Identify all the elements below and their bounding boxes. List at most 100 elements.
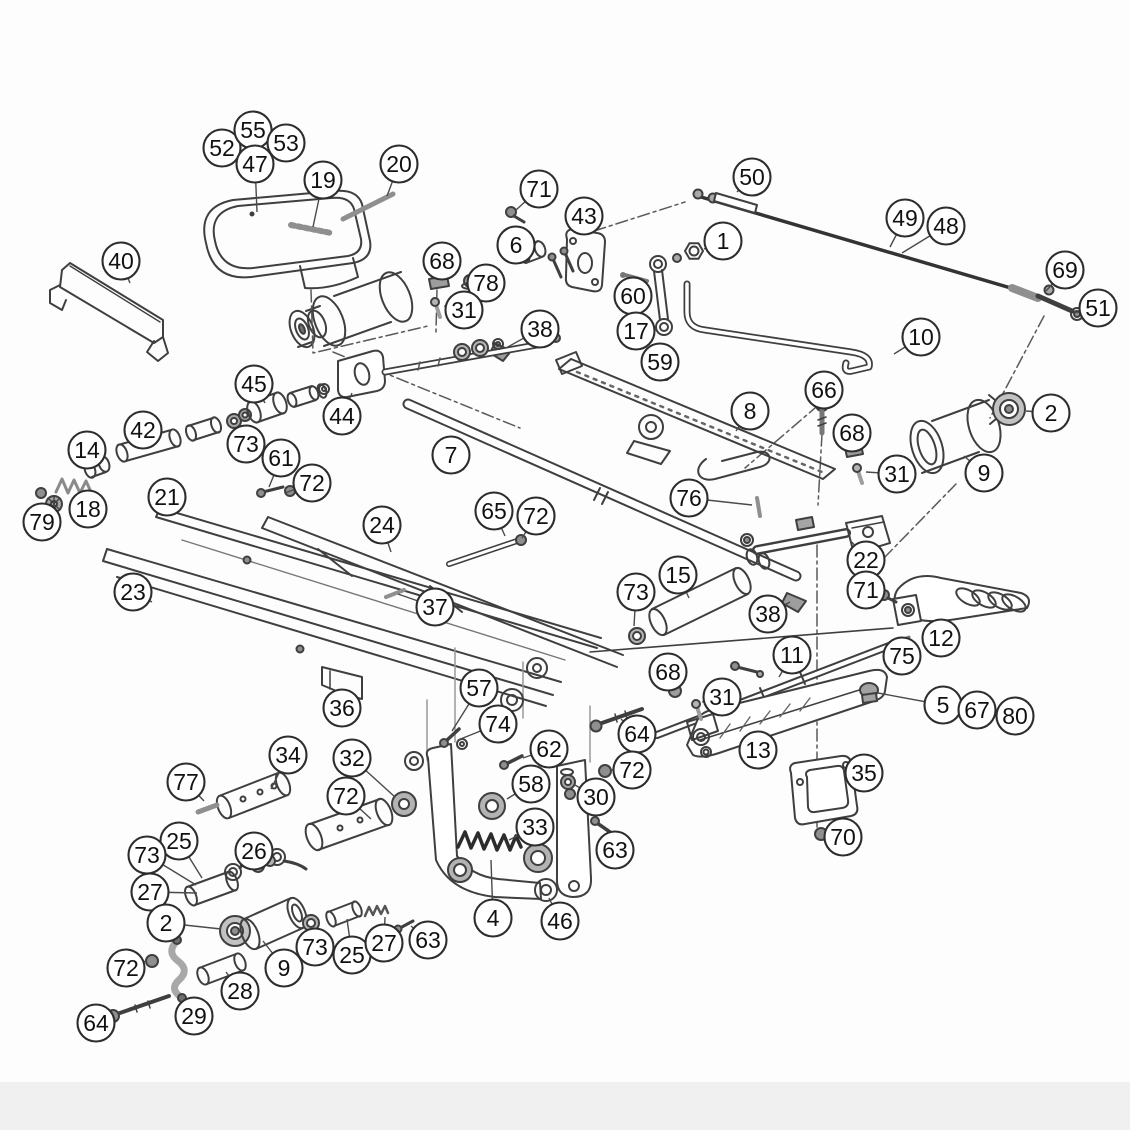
svg-text:25: 25: [166, 828, 192, 854]
callout-8: 8: [730, 391, 770, 431]
svg-text:24: 24: [369, 512, 395, 538]
svg-text:6: 6: [510, 232, 523, 258]
callout-45: 45: [234, 364, 274, 404]
callout-53: 53: [266, 123, 306, 163]
svg-text:21: 21: [154, 484, 180, 510]
callout-31: 31: [877, 454, 917, 494]
svg-text:35: 35: [851, 760, 877, 786]
svg-text:15: 15: [665, 562, 691, 588]
callout-71: 71: [846, 570, 886, 610]
svg-text:57: 57: [466, 675, 492, 701]
pivot-assembly-art: [740, 515, 891, 570]
callout-60: 60: [613, 276, 653, 316]
callout-19: 19: [303, 160, 343, 200]
svg-text:71: 71: [853, 577, 879, 603]
svg-text:51: 51: [1085, 295, 1111, 321]
svg-text:78: 78: [473, 270, 499, 296]
callout-73: 73: [226, 424, 266, 464]
upper-rail-art: [555, 351, 836, 481]
callout-76: 76: [669, 478, 709, 518]
callout-37: 37: [415, 587, 455, 627]
svg-text:63: 63: [415, 927, 441, 953]
callout-29: 29: [174, 996, 214, 1036]
svg-text:27: 27: [137, 879, 163, 905]
callout-13: 13: [738, 730, 778, 770]
svg-text:73: 73: [302, 934, 328, 960]
channel-arm-art: [668, 661, 888, 758]
callout-75: 75: [882, 636, 922, 676]
callout-30: 30: [576, 777, 616, 817]
svg-text:27: 27: [371, 930, 397, 956]
callout-22: 22: [846, 540, 886, 580]
callout-34: 34: [268, 735, 308, 775]
callout-17: 17: [616, 311, 656, 351]
svg-text:67: 67: [964, 697, 990, 723]
callout-64: 64: [76, 1003, 116, 1043]
svg-text:60: 60: [620, 283, 646, 309]
svg-text:50: 50: [739, 164, 765, 190]
svg-text:8: 8: [744, 398, 757, 424]
tie-rod-art: [692, 188, 1084, 321]
svg-text:12: 12: [928, 625, 954, 651]
svg-text:2: 2: [160, 910, 173, 936]
svg-text:23: 23: [120, 579, 146, 605]
callout-72: 72: [516, 496, 556, 536]
callout-68: 68: [648, 652, 688, 692]
svg-text:66: 66: [811, 377, 837, 403]
callout-1: 1: [703, 221, 743, 261]
callout-27: 27: [130, 872, 170, 912]
callout-43: 43: [564, 196, 604, 236]
svg-text:36: 36: [329, 695, 355, 721]
svg-text:38: 38: [755, 601, 781, 627]
callout-66: 66: [804, 370, 844, 410]
callout-72: 72: [326, 776, 366, 816]
svg-text:25: 25: [339, 942, 365, 968]
callout-44: 44: [322, 396, 362, 436]
svg-text:45: 45: [241, 371, 267, 397]
svg-text:76: 76: [676, 485, 702, 511]
callout-42: 42: [123, 410, 163, 450]
centerline-art: [310, 201, 1045, 828]
callout-64: 64: [617, 714, 657, 754]
svg-text:14: 14: [74, 437, 100, 463]
callout-63: 63: [408, 920, 448, 960]
svg-text:2: 2: [1045, 400, 1058, 426]
svg-text:64: 64: [83, 1010, 109, 1036]
svg-text:64: 64: [624, 721, 650, 747]
callout-14: 14: [67, 430, 107, 470]
callout-7: 7: [431, 435, 471, 475]
callout-9: 9: [264, 948, 304, 988]
svg-text:52: 52: [209, 135, 235, 161]
callout-74: 74: [478, 704, 518, 744]
svg-text:34: 34: [275, 742, 301, 768]
callout-77: 77: [166, 762, 206, 802]
svg-text:72: 72: [299, 470, 325, 496]
callout-73: 73: [127, 835, 167, 875]
svg-text:29: 29: [181, 1003, 207, 1029]
svg-text:11: 11: [780, 642, 804, 668]
callout-11: 11: [772, 635, 812, 675]
tube-train-art: [35, 333, 561, 513]
callout-73: 73: [616, 572, 656, 612]
callout-55: 55: [233, 110, 273, 150]
svg-text:31: 31: [709, 684, 735, 710]
svg-text:73: 73: [233, 431, 259, 457]
callout-69: 69: [1045, 250, 1085, 290]
shaft-art: [628, 566, 807, 645]
svg-text:68: 68: [655, 659, 681, 685]
svg-text:38: 38: [527, 316, 553, 342]
svg-text:73: 73: [134, 842, 160, 868]
svg-text:31: 31: [451, 297, 477, 323]
bent-tube-art: [683, 280, 873, 375]
svg-text:19: 19: [310, 167, 336, 193]
callout-72: 72: [106, 948, 146, 988]
svg-text:75: 75: [889, 643, 915, 669]
svg-text:72: 72: [113, 955, 139, 981]
svg-text:61: 61: [268, 445, 294, 471]
long-tube-art: [402, 398, 802, 582]
callout-57: 57: [459, 668, 499, 708]
callout-47: 47: [235, 144, 275, 184]
callout-12: 12: [921, 618, 961, 658]
callout-10: 10: [901, 317, 941, 357]
callout-35: 35: [844, 753, 884, 793]
